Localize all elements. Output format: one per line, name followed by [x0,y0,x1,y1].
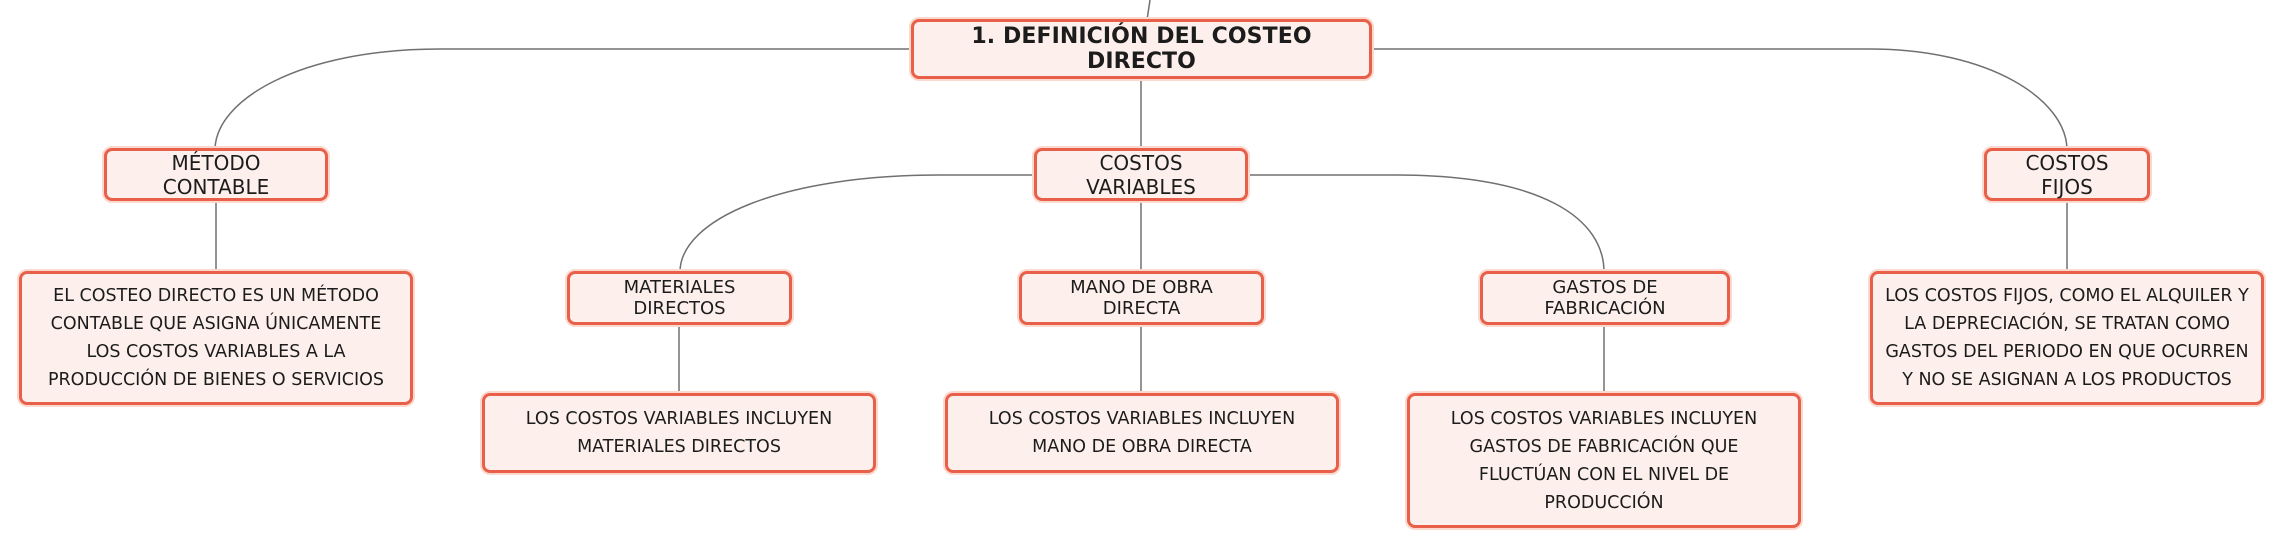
detail-metodo-contable[interactable]: EL COSTEO DIRECTO ES UN MÉTODO CONTABLE … [19,271,413,405]
branch-variables-label: COSTOS VARIABLES [1086,150,1196,199]
detail-costos-fijos[interactable]: LOS COSTOS FIJOS, COMO EL ALQUILER Y LA … [1870,271,2264,405]
branch-metodo-contable[interactable]: MÉTODO CONTABLE [104,148,328,201]
root-label: 1. DEFINICIÓN DEL COSTEO DIRECTO [971,24,1312,74]
child-gastos-de-fabricacion[interactable]: GASTOS DE FABRICACIÓN [1480,271,1730,325]
detail-mano-de-obra-directa[interactable]: LOS COSTOS VARIABLES INCLUYEN MANO DE OB… [945,393,1339,473]
connector-root-metodo [214,48,912,151]
detail-materiales-text: LOS COSTOS VARIABLES INCLUYEN MATERIALES… [525,409,833,457]
root-node[interactable]: 1. DEFINICIÓN DEL COSTEO DIRECTO [911,19,1372,79]
detail-mano-obra-text: LOS COSTOS VARIABLES INCLUYEN MANO DE OB… [988,409,1296,457]
connector-root-fijos [1372,48,2068,151]
branch-fijos-label: COSTOS FIJOS [2025,150,2109,199]
detail-fijos-text: LOS COSTOS FIJOS, COMO EL ALQUILER Y LA … [1885,286,2249,390]
connector-variables-gastos [1248,174,1605,273]
branch-metodo-label: MÉTODO CONTABLE [162,150,270,199]
branch-costos-fijos[interactable]: COSTOS FIJOS [1984,148,2150,201]
connector-variables-materiales [679,174,1035,273]
detail-materiales-directos[interactable]: LOS COSTOS VARIABLES INCLUYEN MATERIALES… [482,393,876,473]
detail-gastos-text: LOS COSTOS VARIABLES INCLUYEN GASTOS DE … [1450,408,1758,513]
detail-gastos-de-fabricacion[interactable]: LOS COSTOS VARIABLES INCLUYEN GASTOS DE … [1407,393,1801,528]
connector-parent-root [1146,0,1151,21]
branch-costos-variables[interactable]: COSTOS VARIABLES [1034,148,1248,201]
child-materiales-label: MATERIALES DIRECTOS [623,277,736,319]
detail-metodo-text: EL COSTEO DIRECTO ES UN MÉTODO CONTABLE … [47,286,385,390]
child-gastos-label: GASTOS DE FABRICACIÓN [1544,277,1666,319]
child-mano-de-obra-directa[interactable]: MANO DE OBRA DIRECTA [1019,271,1264,325]
child-materiales-directos[interactable]: MATERIALES DIRECTOS [567,271,792,325]
child-mano-obra-label: MANO DE OBRA DIRECTA [1070,277,1213,319]
